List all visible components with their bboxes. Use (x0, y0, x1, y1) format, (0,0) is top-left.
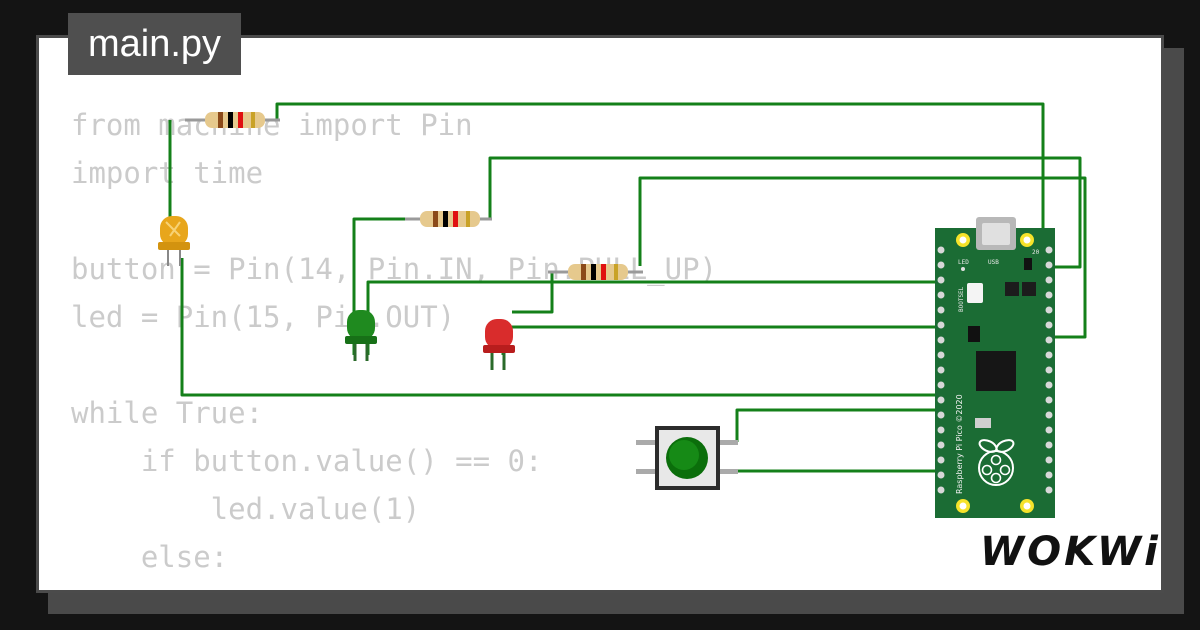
wire[interactable] (488, 156, 1082, 269)
code-line: led.value(1) (71, 492, 421, 526)
code-line: if button.value() == 0: (71, 444, 543, 478)
wire[interactable] (352, 217, 407, 355)
code-line: led = Pin(15, Pin.OUT) (71, 300, 456, 334)
wire[interactable] (180, 258, 940, 397)
wokwi-logo: WOKWi (980, 529, 1161, 575)
pin-row-right (1045, 246, 1053, 494)
board-name-label: Raspberry Pi Pico ©2020 (955, 394, 964, 494)
led-red[interactable] (483, 319, 515, 370)
code-line: import time (71, 156, 264, 190)
wire[interactable] (735, 408, 940, 442)
bootsel-label: BOOTSEL (958, 286, 965, 312)
code-line: while True: (71, 396, 264, 430)
push-button[interactable] (636, 426, 738, 490)
pin-number-label: 20 (1032, 249, 1040, 256)
bootsel-button[interactable] (967, 283, 983, 303)
file-tab[interactable]: main.py (68, 13, 241, 75)
rp2040-chip (976, 351, 1016, 391)
resistor-3[interactable] (548, 264, 643, 280)
resistor-1[interactable] (185, 112, 280, 128)
wire[interactable] (638, 176, 1087, 339)
wire[interactable] (501, 325, 940, 355)
pico-board[interactable]: LED USB 20 BOOTSEL Raspberry Pi Pico ©20… (935, 217, 1055, 518)
wire[interactable] (512, 272, 554, 314)
code-line: led.value(0) (71, 588, 421, 590)
led-green[interactable] (345, 310, 377, 361)
resistor-2[interactable] (405, 211, 492, 227)
wire[interactable] (275, 102, 1045, 235)
code-line: button = Pin(14, Pin.IN, Pin.PULL_UP) (71, 252, 718, 286)
usb-label: USB (988, 259, 999, 266)
code-line: else: (71, 540, 229, 574)
raspberry-logo-icon (978, 439, 1015, 486)
led-label: LED (958, 259, 969, 266)
led-yellow[interactable] (158, 216, 190, 266)
pin-row-left (937, 246, 945, 494)
wire[interactable] (366, 280, 940, 355)
